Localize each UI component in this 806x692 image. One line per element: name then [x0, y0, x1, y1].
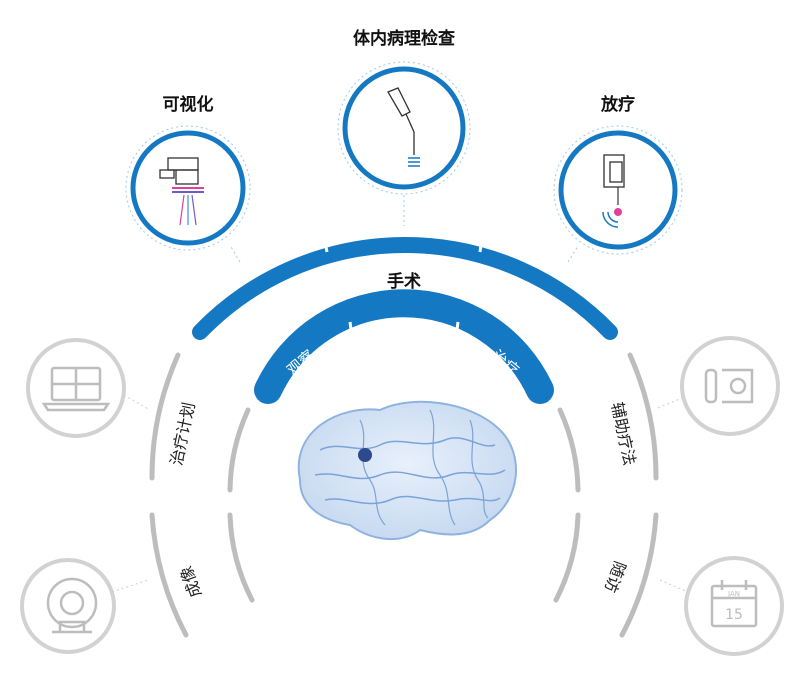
treatment-plan-label: 治疗计划 — [167, 401, 199, 468]
calendar-month: JAN — [727, 590, 740, 598]
radiation-icon — [602, 154, 625, 228]
radiotherapy-label: 放疗 — [600, 94, 635, 115]
mri-node — [20, 558, 149, 654]
diagnose-label: 诊断 — [389, 323, 419, 341]
in-vivo-pathology-node: 体内病理检查 — [337, 28, 471, 226]
imaging-label: 成像 — [176, 564, 205, 601]
inner-blue-arc: 观察 诊断 治疗 — [254, 289, 554, 404]
brain-illustration — [297, 400, 517, 541]
device-icon — [704, 368, 754, 404]
tumor-marker — [358, 448, 372, 462]
laptop-icon — [41, 366, 111, 412]
laptop-node — [26, 338, 151, 438]
visualization-label: 可视化 — [163, 94, 214, 115]
visualization-node: 可视化 — [125, 94, 251, 263]
radiotherapy-node: 放疗 — [553, 94, 683, 263]
adjuvant-therapy-label: 辅助疗法 — [607, 401, 639, 468]
surgery-arc: 手术 — [192, 236, 618, 340]
gray-arcs — [149, 352, 659, 638]
mri-scanner-icon — [46, 577, 98, 634]
follow-up-label: 随访 — [601, 559, 630, 596]
probe-icon — [387, 87, 420, 167]
surgery-label: 手术 — [387, 271, 421, 292]
calendar-day: 15 — [725, 607, 743, 623]
microscope-icon — [159, 157, 204, 226]
calendar-node: JAN 15 — [659, 556, 784, 656]
in-vivo-pathology-label: 体内病理检查 — [353, 28, 456, 49]
device-node — [657, 336, 780, 436]
calendar-icon — [710, 580, 758, 628]
